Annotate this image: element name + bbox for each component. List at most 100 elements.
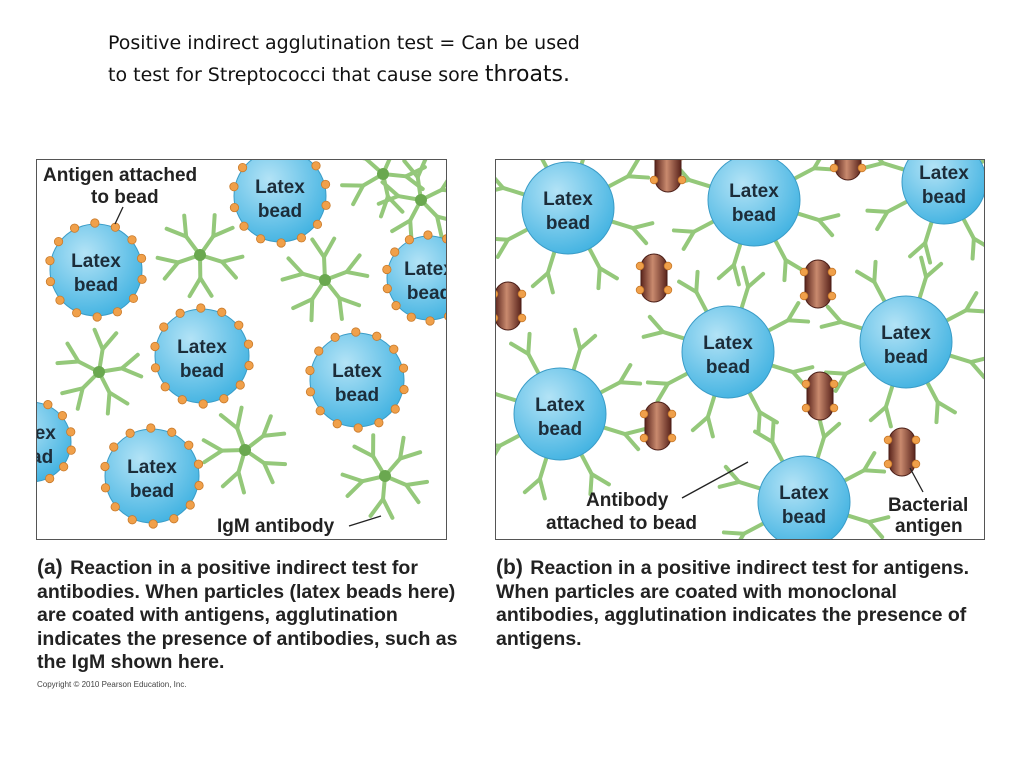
antibody	[717, 464, 763, 491]
antigen-dot	[229, 202, 240, 213]
antibody	[310, 236, 337, 282]
antigen-dot	[390, 404, 400, 414]
antigen-label-line1: Antigen attached	[43, 165, 197, 186]
bead-label-line2: bead	[546, 213, 590, 234]
antigen-dot	[351, 327, 361, 337]
antigen-dot	[229, 182, 239, 192]
igm-antibody-label: IgM antibody	[217, 516, 335, 537]
igm-leader-line	[348, 515, 382, 527]
antigen-label-line2: to bead	[91, 187, 159, 208]
antigen-dot	[90, 218, 100, 228]
igm-center	[239, 444, 251, 456]
antigen-dot	[43, 400, 53, 410]
antibody	[571, 327, 598, 373]
antibody	[496, 433, 522, 457]
antibody	[868, 383, 895, 429]
antigen-dot	[382, 264, 392, 275]
bead-label-line1: Latex	[535, 395, 585, 416]
antigen-dot	[127, 235, 137, 245]
antibody	[579, 160, 585, 167]
antigen-dot	[398, 363, 409, 373]
bead-label-line2: bead	[335, 385, 379, 406]
antibody	[92, 327, 119, 374]
antigen-dot	[374, 418, 384, 428]
bacterial-label-line2: antigen	[895, 516, 963, 537]
bead-label-line2: bead	[538, 419, 582, 440]
antibody	[598, 363, 643, 395]
panel-b-caption-lead: (b)	[496, 556, 523, 579]
antigen-dot	[160, 382, 170, 392]
igm-center	[379, 470, 391, 482]
bacterial-antigen	[799, 259, 837, 309]
bead-label-line1: Latex	[71, 251, 121, 272]
bacterial-antigen	[883, 427, 921, 477]
antibody-label-line1: Antibody	[586, 490, 669, 511]
antibody	[291, 278, 327, 323]
antibody	[587, 246, 619, 291]
bead-label-line1: Latex	[127, 457, 177, 478]
antibody	[540, 160, 549, 170]
title-line-2-tail: throats.	[484, 62, 571, 87]
antibody	[865, 199, 909, 232]
antigen-dot	[185, 500, 195, 510]
antigen-dot	[217, 307, 227, 317]
antibody	[368, 474, 395, 520]
bead-label-line1: Latex	[332, 361, 382, 382]
bead-label-line2: bead	[782, 507, 826, 528]
antibody	[362, 160, 385, 176]
antibody	[509, 331, 541, 376]
igm-antibody	[280, 236, 370, 323]
antibody	[721, 521, 766, 539]
antibody	[340, 172, 385, 207]
antigen-dot	[110, 222, 120, 232]
title-line-2-text: to test for Streptococci that cause sore	[108, 64, 485, 86]
antibody	[645, 371, 690, 403]
antibody	[716, 241, 743, 287]
antigen-dot	[194, 480, 204, 491]
antibody	[947, 353, 984, 380]
antigen-dot	[311, 161, 321, 171]
panel-a-caption-text: Reaction in a positive indirect test for…	[37, 557, 458, 673]
antibody	[522, 455, 549, 501]
antibody	[164, 213, 202, 257]
antigen-dot	[59, 462, 69, 472]
bead-label-line2: bead	[180, 361, 224, 382]
antigen-dot	[321, 200, 331, 210]
bead-label-line2: bead	[732, 205, 776, 226]
bead-label-line1: Latex	[543, 189, 593, 210]
antibody	[352, 433, 387, 478]
igm-center	[319, 274, 331, 286]
antigen-dot	[110, 502, 120, 512]
bead-label-line1: Latex	[919, 163, 969, 184]
antigen-dot	[53, 237, 64, 247]
antibody	[690, 393, 717, 439]
igm-antibody	[55, 327, 144, 416]
igm-antibody	[155, 213, 245, 299]
antigen-dot	[45, 256, 55, 266]
bead-label-line2: bead	[130, 481, 174, 502]
antigen-dot	[150, 363, 161, 373]
copyright-notice: Copyright © 2010 Pearson Education, Inc.	[37, 680, 187, 689]
antigen-dot	[128, 293, 139, 303]
antigen-dot	[330, 332, 340, 342]
bead-label-line2: bead	[258, 201, 302, 222]
antigen-dot	[45, 473, 55, 484]
antigen-leader-line	[114, 206, 124, 225]
antibody	[530, 249, 557, 295]
antibody	[792, 160, 837, 181]
latex-bead: Latex bead	[305, 327, 409, 433]
bacterial-antigen	[801, 371, 839, 421]
antibody	[979, 160, 984, 165]
antibody	[855, 259, 887, 304]
bacterial-label-line1: Bacterial	[888, 495, 968, 516]
antibody	[198, 213, 235, 257]
antigen-dot	[390, 247, 400, 257]
antigen-dot	[372, 331, 382, 341]
antigen-dot	[125, 428, 135, 438]
latex-bead: Latex bead	[100, 423, 204, 529]
panel-b-svg: LatexbeadLatexbeadLatexbeadLatexbeadLate…	[496, 160, 984, 539]
antigen-dot	[66, 427, 76, 437]
antigen-dot	[177, 395, 187, 405]
